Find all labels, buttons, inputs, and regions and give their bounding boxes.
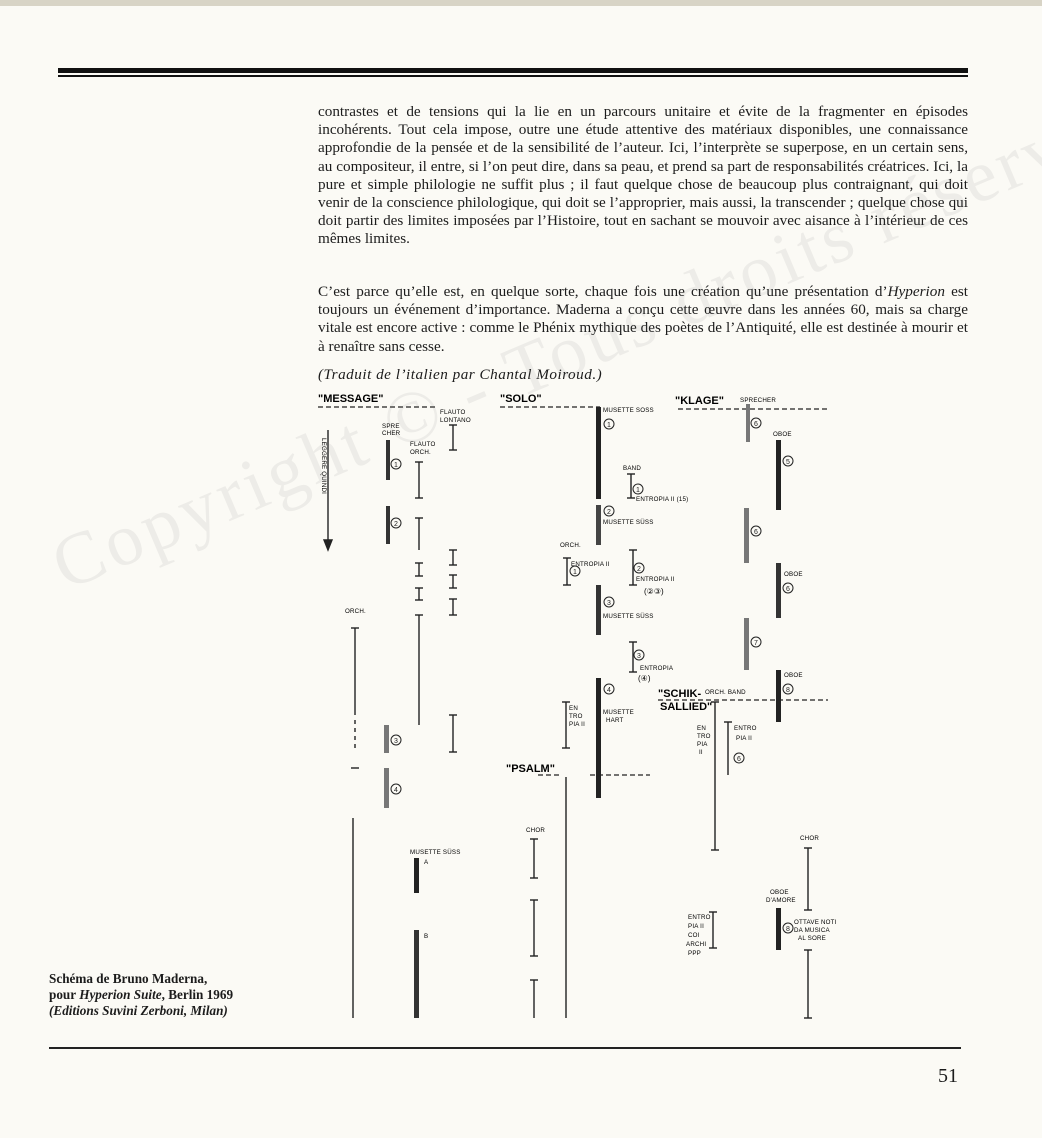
svg-text:2: 2 [637, 566, 641, 573]
label-entro-pia-r-2: PIA II [736, 735, 752, 742]
label-tutte-note: OTTAVE NOTI [794, 919, 837, 926]
label-orch-band: ORCH. BAND [705, 689, 746, 696]
label-en-tro-3: PIA II [569, 721, 585, 728]
paragraph-1: contrastes et de tensions qui la lie en … [318, 103, 968, 248]
paragraph-2-start: C’est parce qu’elle est, en quelque sort… [318, 283, 888, 300]
label-entropia-c: ENTROPIA [640, 665, 674, 672]
label-entropia-coi-4: ARCHI [686, 941, 706, 948]
paragraph-2: C’est parce qu’elle est, en quelque sort… [318, 283, 968, 356]
label-en-r-3: PIA [697, 741, 708, 748]
svg-text:1: 1 [607, 422, 611, 429]
caption-line-3: (Editions Suvini Zerboni, Milan) [49, 1003, 228, 1018]
label-flauto-lontano-2: LONTANO [440, 417, 471, 424]
label-tutte-note-3: AL SORE [798, 935, 826, 942]
svg-text:3: 3 [394, 738, 398, 745]
label-entropia-ii-a: ENTROPIA II [571, 561, 610, 568]
label-musette-hart: MUSETTE [603, 709, 634, 716]
maderna-schema-diagram: 1 2 3 4 1 1 2 2 1 3 3 4 6 5 6 6 7 8 6 8 "MESSAGE" "SOLO… [318, 393, 837, 1019]
label-orch-left: ORCH. [345, 608, 366, 615]
caption-prefix: pour [49, 987, 80, 1002]
label-entropia-ii-b: ENTROPIA II [636, 576, 675, 583]
label-musette-suss-3: MUSETTE SÜSS [410, 849, 461, 856]
label-entropia-15: ENTROPIA II (15) [636, 496, 688, 503]
header-rule [58, 68, 968, 73]
label-flauto-orch-2: ORCH. [410, 449, 431, 456]
caption-line-2: pour Hyperion Suite, Berlin 1969 [49, 987, 299, 1003]
footer-rule [49, 1047, 961, 1049]
caption-suffix: , Berlin 1969 [161, 987, 234, 1002]
label-flauto-orch: FLAUTO [410, 441, 436, 448]
svg-text:2: 2 [607, 509, 611, 516]
svg-text:1: 1 [636, 487, 640, 494]
section-schiksallied: "SCHIK- [658, 688, 701, 700]
section-psalm: "PSALM" [506, 763, 555, 775]
svg-text:4: 4 [394, 787, 398, 794]
label-entro-pia-r: ENTRO [734, 725, 757, 732]
svg-text:3: 3 [637, 653, 641, 660]
label-entropia-coi-2: PIA II [688, 923, 704, 930]
svg-text:2: 2 [394, 521, 398, 528]
header-rule-thin [58, 75, 968, 77]
paragraph-2-end: est toujours un événement d’importance. … [318, 283, 968, 355]
label-oboe-amore: OBOE [770, 889, 789, 896]
label-en-r: EN [697, 725, 706, 732]
label-sprecher-right: SPRECHER [740, 397, 776, 404]
page-edge [0, 0, 1042, 6]
label-en-tro-2: TRO [569, 713, 583, 720]
label-en-r-2: TRO [697, 733, 711, 740]
label-chor-right: CHOR [800, 835, 819, 842]
svg-text:5: 5 [786, 459, 790, 466]
label-band: BAND [623, 465, 641, 472]
label-entropia-coi: ENTRO [688, 914, 711, 921]
label-musette-suss: MUSETTE SÜSS [603, 519, 654, 526]
label-entropia-coi-3: COI [688, 932, 700, 939]
section-number-labels: 1 2 3 4 1 1 2 2 1 3 3 4 6 5 6 6 7 8 6 8 [394, 421, 790, 933]
label-entropia-23: (②③) [644, 587, 664, 596]
label-tutte-note-2: DA MUSICA [794, 927, 831, 934]
label-sprecher-left-2: CHER [382, 430, 401, 437]
svg-text:3: 3 [607, 600, 611, 607]
label-entropia-4: (④) [638, 674, 651, 683]
svg-text:6: 6 [754, 421, 758, 428]
label-b: B [424, 933, 428, 940]
section-schiksallied-2: SALLIED" [660, 701, 712, 713]
label-en-r-4: II [699, 749, 703, 756]
label-oboe-2: OBOE [784, 571, 803, 578]
label-chor-mid: CHOR [526, 827, 545, 834]
svg-text:4: 4 [607, 687, 611, 694]
label-musette-hart-2: HART [606, 717, 624, 724]
work-title: Hyperion [887, 283, 945, 300]
arrow-head [322, 539, 334, 552]
label-a: A [424, 859, 429, 866]
section-solo: "SOLO" [500, 393, 542, 405]
label-entropia-coi-5: PPP [688, 950, 701, 957]
page-number: 51 [938, 1065, 958, 1087]
arrow-group [322, 430, 334, 552]
label-flauto-lontano: FLAUTO [440, 409, 466, 416]
label-oboe-3: OBOE [784, 672, 803, 679]
label-musette-soss: MUSETTE SOSS [603, 407, 654, 414]
svg-text:1: 1 [573, 569, 577, 576]
section-messaggio: "MESSAGE" [318, 393, 383, 405]
figure-caption: Schéma de Bruno Maderna, pour Hyperion S… [49, 971, 299, 1019]
label-arrow-text: LEGGERE QUINDI [320, 438, 327, 494]
translator-note: (Traduit de l’italien par Chantal Moirou… [318, 366, 603, 383]
svg-text:1: 1 [394, 462, 398, 469]
label-en-tro: EN [569, 705, 578, 712]
svg-text:8: 8 [786, 926, 790, 933]
svg-text:6: 6 [754, 529, 758, 536]
svg-text:7: 7 [754, 640, 758, 647]
label-oboe-1: OBOE [773, 431, 792, 438]
caption-title: Hyperion Suite [79, 987, 162, 1002]
label-orch-mid: ORCH. [560, 542, 581, 549]
svg-text:6: 6 [737, 756, 741, 763]
svg-text:8: 8 [786, 687, 790, 694]
svg-text:6: 6 [786, 586, 790, 593]
label-sprecher-left: SPRE [382, 423, 400, 430]
label-musette-suss-2: MUSETTE SÜSS [603, 613, 654, 620]
label-oboe-amore-2: D'AMORE [766, 897, 796, 904]
section-klage: "KLAGE" [675, 395, 724, 407]
caption-line-1: Schéma de Bruno Maderna, [49, 971, 208, 986]
